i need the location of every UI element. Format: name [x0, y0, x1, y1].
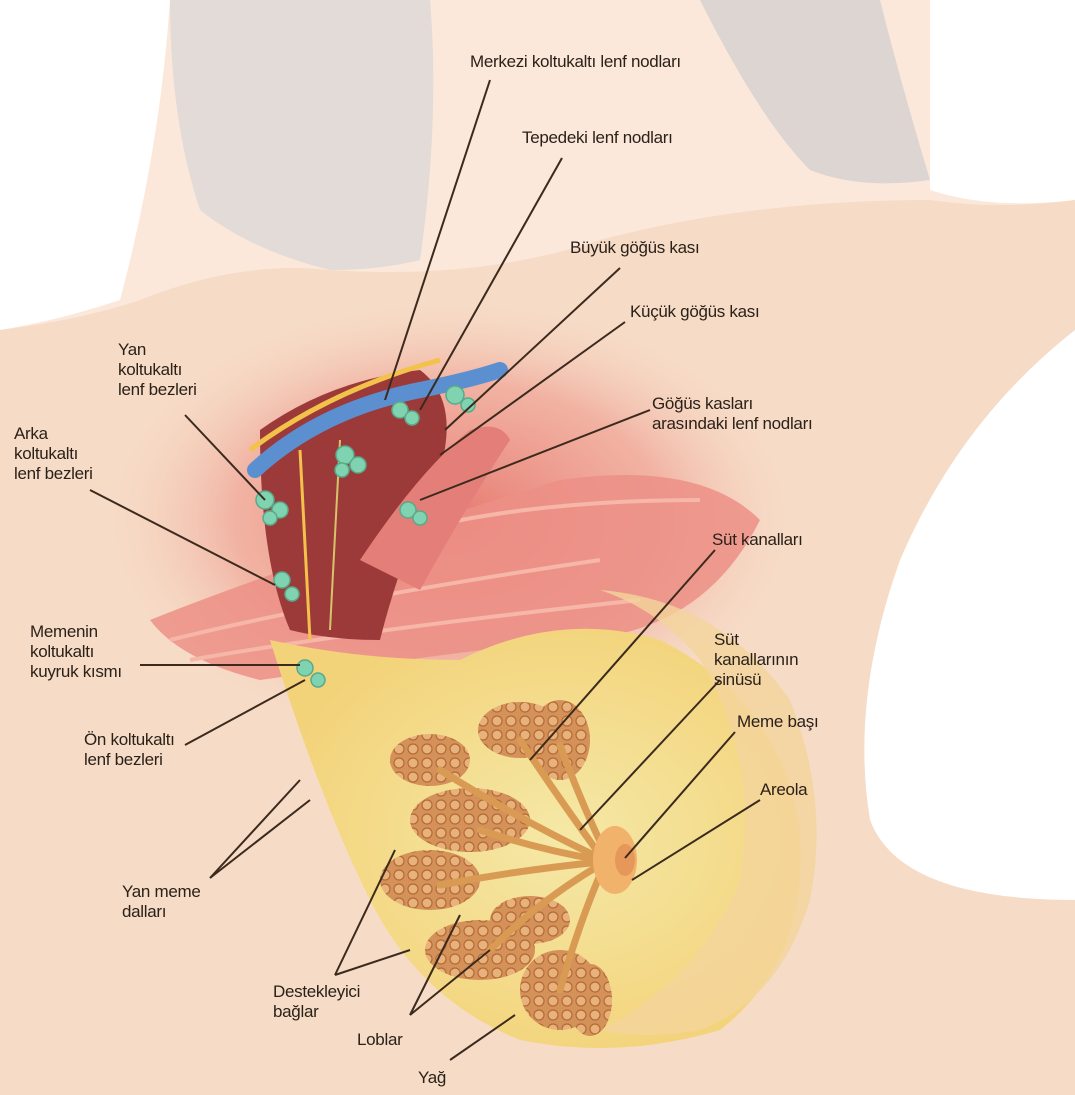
label-interpectoral-nodes: Göğüs kasları arasındaki lenf nodları — [652, 394, 812, 434]
label-milk-duct-sinus: Süt kanallarının sinüsü — [714, 630, 798, 690]
label-fat: Yağ — [418, 1068, 446, 1088]
label-milk-ducts: Süt kanalları — [712, 530, 803, 550]
lobule — [568, 964, 612, 1036]
label-areola: Areola — [760, 780, 807, 800]
label-lateral-mammary-branches: Yan meme dalları — [122, 882, 201, 922]
label-nipple: Meme başı — [737, 712, 818, 732]
label-central-axillary-nodes: Merkezi koltukaltı lenf nodları — [470, 52, 681, 72]
label-lobes: Loblar — [357, 1030, 402, 1050]
label-suspensory-ligaments: Destekleyici bağlar — [273, 982, 360, 1022]
label-posterior-axillary-nodes: Arka koltukaltı lenf bezleri — [14, 424, 93, 484]
label-axillary-tail: Memenin koltukaltı kuyruk kısmı — [30, 622, 122, 682]
label-anterior-axillary-nodes: Ön koltukaltı lenf bezleri — [84, 730, 175, 770]
label-lateral-axillary-nodes: Yan koltukaltı lenf bezleri — [118, 340, 197, 400]
label-pectoralis-major: Büyük göğüs kası — [570, 238, 699, 258]
label-apical-nodes: Tepedeki lenf nodları — [522, 128, 673, 148]
background-right-top — [930, 0, 1075, 203]
label-pectoralis-minor: Küçük göğüs kası — [630, 302, 759, 322]
